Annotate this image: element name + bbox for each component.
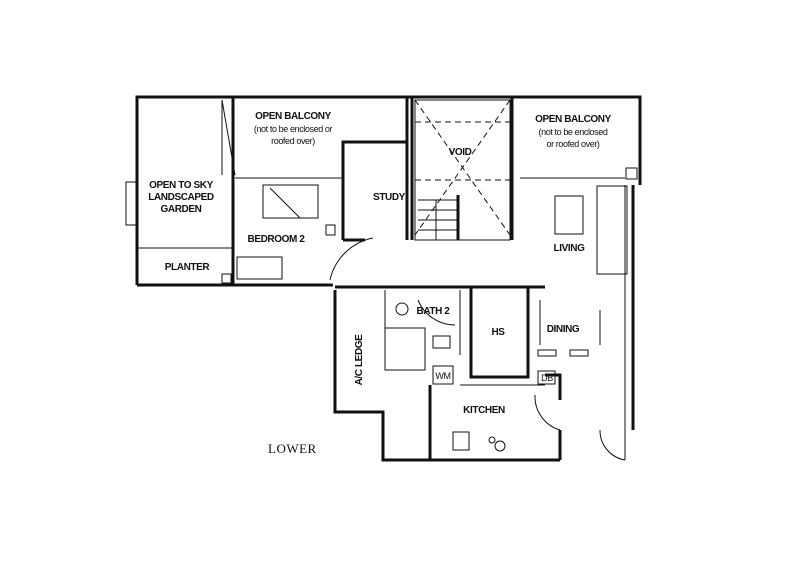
level-label: LOWER [268, 441, 317, 456]
staircase [418, 195, 460, 240]
balcony-right-note-1: (not to be enclosed [539, 127, 608, 137]
kitchen-label: KITCHEN [463, 405, 505, 416]
bath2-label: BATH 2 [417, 306, 451, 317]
garden-label-2: LANDSCAPED [148, 192, 214, 203]
dining-label: DINING [547, 324, 580, 335]
washing-machine [432, 365, 454, 385]
planter-label: PLANTER [165, 262, 211, 273]
garden-label-1: OPEN TO SKY [149, 180, 213, 191]
balcony-left-title: OPEN BALCONY [255, 111, 331, 122]
balcony-right-note-2: or roofed over) [546, 139, 599, 149]
bedroom2-label: BEDROOM 2 [248, 234, 306, 245]
balcony-right-title: OPEN BALCONY [535, 114, 611, 125]
balcony-left-note-1: (not to be enclosed or [254, 124, 333, 134]
walls [125, 95, 642, 462]
void-label: VOID [449, 147, 472, 158]
hs-label: HS [491, 327, 505, 338]
wm-label: WM [435, 371, 450, 381]
db-box [537, 370, 556, 385]
study-label: STUDY [373, 192, 406, 203]
garden-label-3: GARDEN [161, 204, 202, 215]
ac-ledge-label: A/C LEDGE [354, 334, 365, 386]
living-label: LIVING [554, 243, 586, 254]
db-label: DB [541, 373, 553, 383]
balcony-left-note-2: roofed over) [271, 136, 315, 146]
